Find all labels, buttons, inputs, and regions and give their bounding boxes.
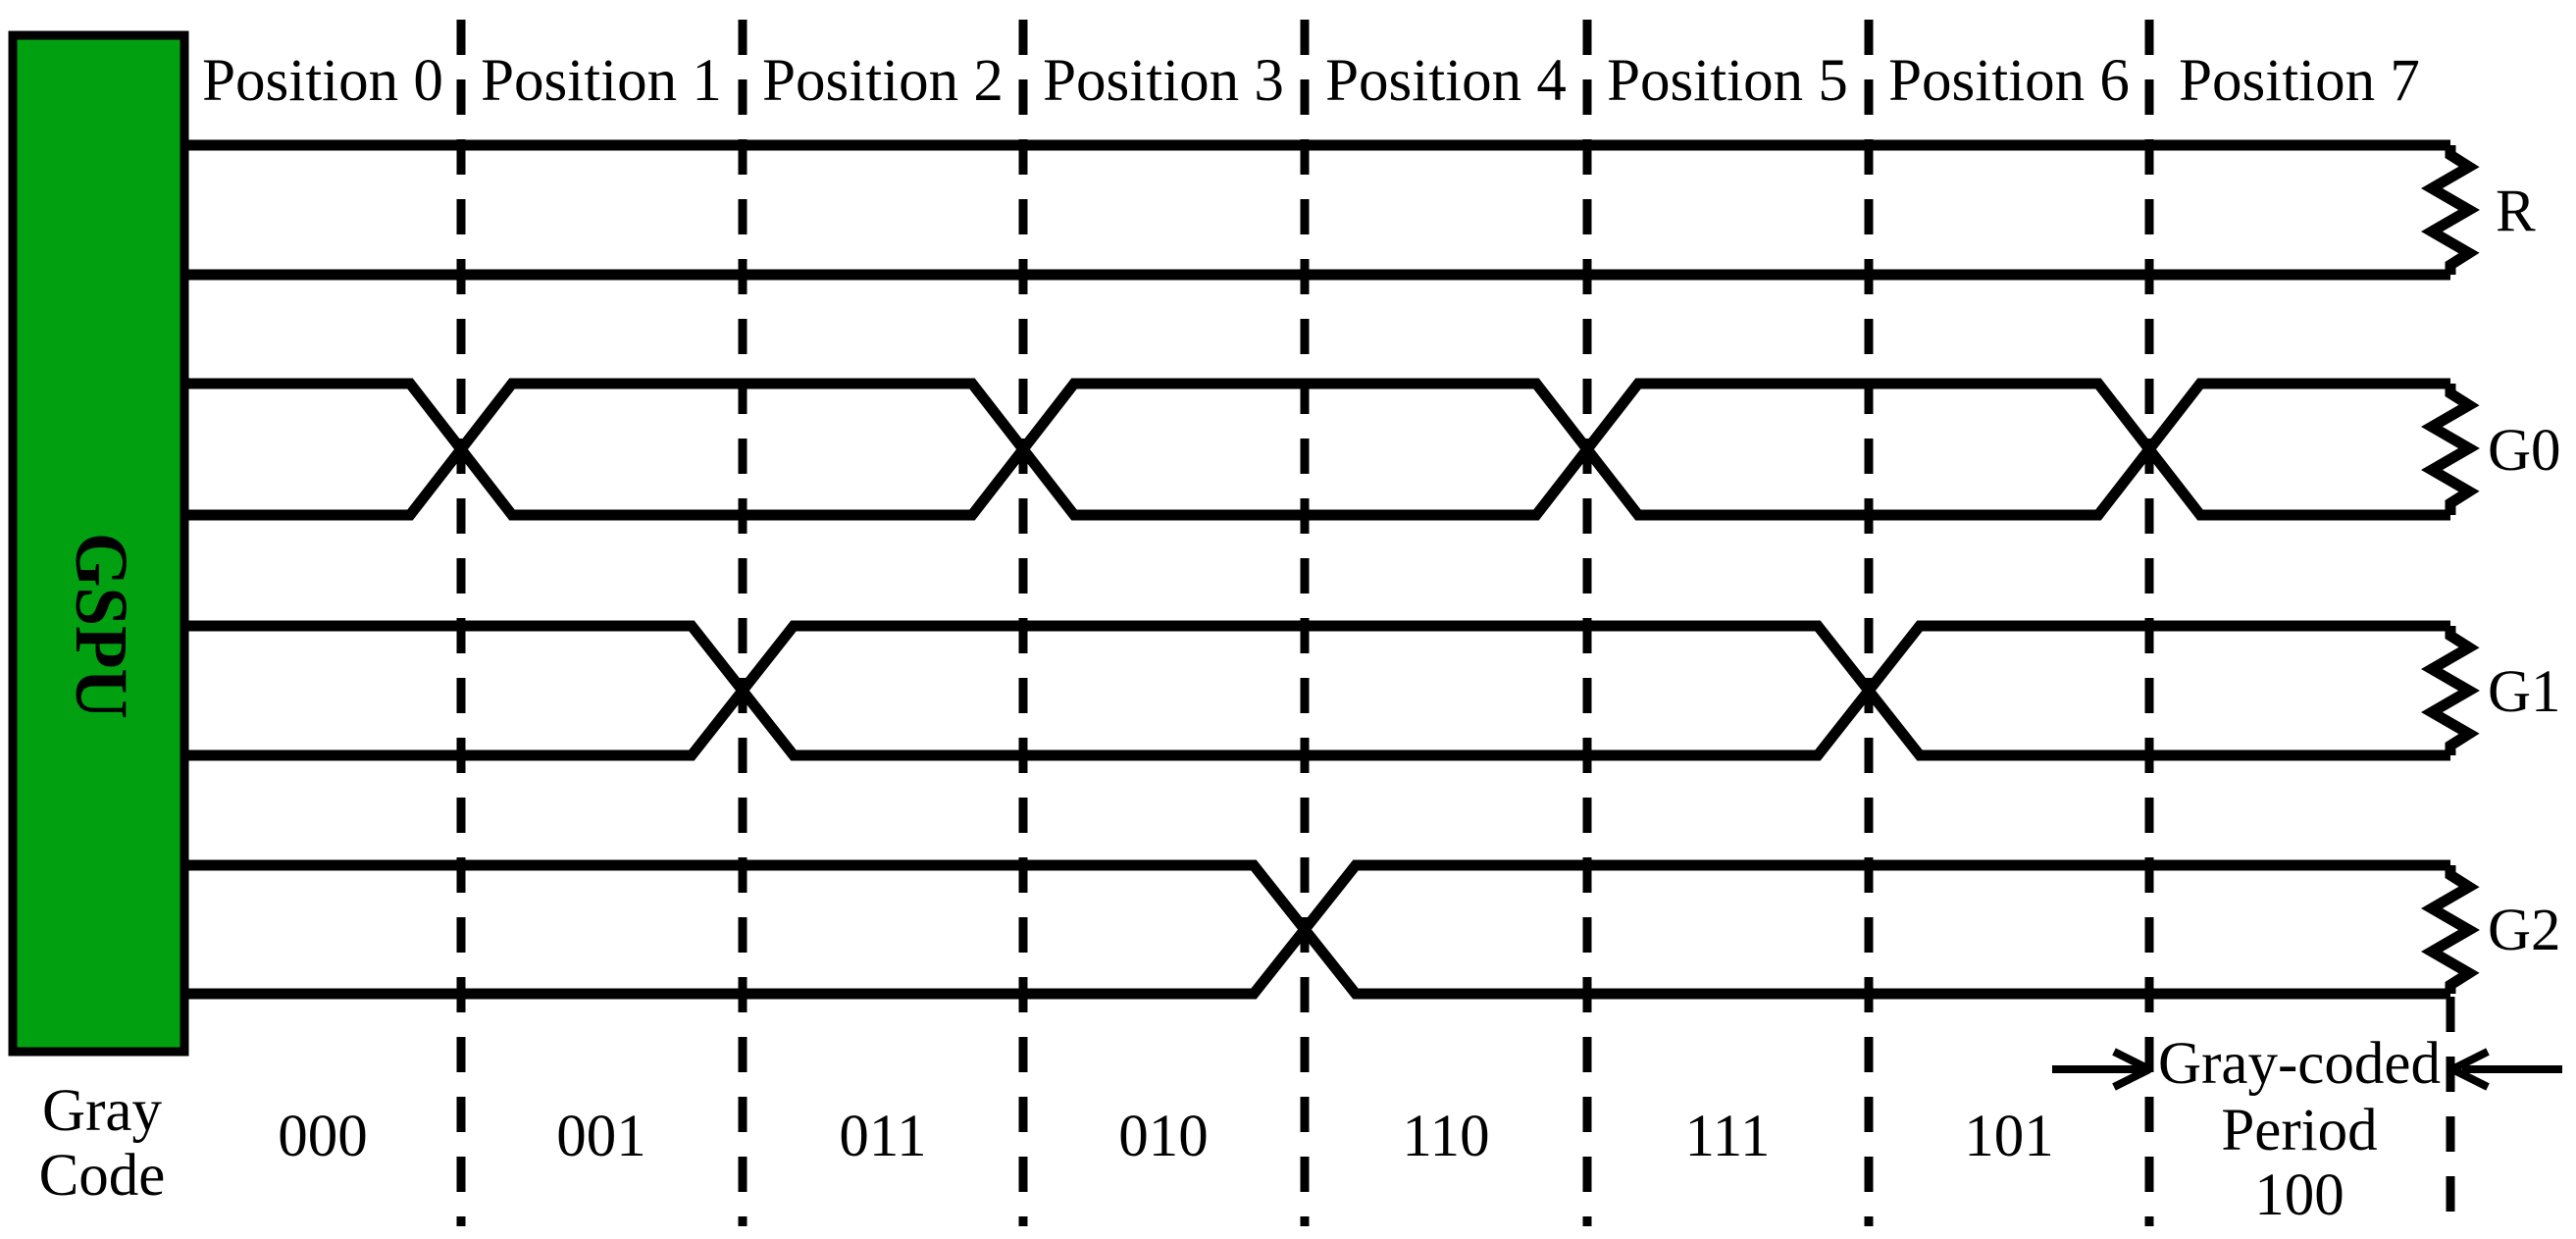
gray-code-value-3: 010 (1118, 1104, 1209, 1169)
signal-label-g2: G2 (2488, 898, 2561, 963)
dimension-left-arrowhead-icon (2112, 1048, 2151, 1091)
gray-code-value-2: 011 (839, 1104, 926, 1169)
signal-g0-trace-bottom (184, 378, 2450, 521)
gray-code-value-1: 001 (556, 1104, 646, 1169)
gray-code-row-label-line1: Gray (42, 1078, 162, 1144)
gray-code-value-6: 101 (1964, 1104, 2054, 1169)
signal-labels: R G0 G1 G2 (2488, 179, 2561, 963)
signal-g1-trace-top (184, 620, 2450, 761)
signal-label-g0: G0 (2488, 418, 2561, 484)
resistor-symbol-g0 (2421, 384, 2480, 515)
terminators (2421, 145, 2480, 994)
dimension-right-arrowhead-icon (2450, 1048, 2490, 1091)
signal-g1-trace-bottom (184, 620, 2450, 761)
gray-code-row: Gray Code 000 001 011 010 110 111 101 (39, 1078, 2054, 1209)
gspu-block (8, 30, 189, 1057)
position-label-2: Position 2 (762, 48, 1004, 114)
dimension-arrows (2052, 1048, 2562, 1091)
gray-code-value-4: 110 (1402, 1104, 1489, 1169)
position-label-5: Position 5 (1607, 48, 1848, 114)
gray-code-value-0: 000 (278, 1104, 368, 1169)
gspu-label: GSPU (60, 533, 142, 719)
gray-code-value-5: 111 (1685, 1104, 1771, 1169)
dimension-annotation: Gray-coded Period 100 (2052, 1031, 2562, 1228)
dimension-label-line2: Period (2221, 1098, 2377, 1163)
position-labels: Position 0 Position 1 Position 2 Positio… (202, 48, 2420, 114)
position-label-1: Position 1 (481, 48, 722, 114)
dimension-label-line1: Gray-coded (2158, 1031, 2441, 1097)
signal-label-r: R (2496, 179, 2536, 244)
resistor-symbol-g2 (2421, 865, 2480, 994)
resistor-symbol-g1 (2421, 626, 2480, 755)
signal-traces (184, 139, 2450, 1000)
position-label-6: Position 6 (1888, 48, 2130, 114)
resistor-symbol-r (2421, 145, 2480, 275)
position-label-4: Position 4 (1325, 48, 1567, 114)
gray-code-row-label-line2: Code (39, 1143, 166, 1209)
position-label-3: Position 3 (1043, 48, 1284, 114)
position-label-7: Position 7 (2179, 48, 2420, 114)
signal-g2-trace-bottom (184, 859, 2450, 1000)
gray-code-value-7: 100 (2254, 1162, 2344, 1228)
signal-g2-trace-top (184, 859, 2450, 1000)
position-label-0: Position 0 (202, 48, 443, 114)
signal-label-g1: G1 (2488, 659, 2561, 725)
